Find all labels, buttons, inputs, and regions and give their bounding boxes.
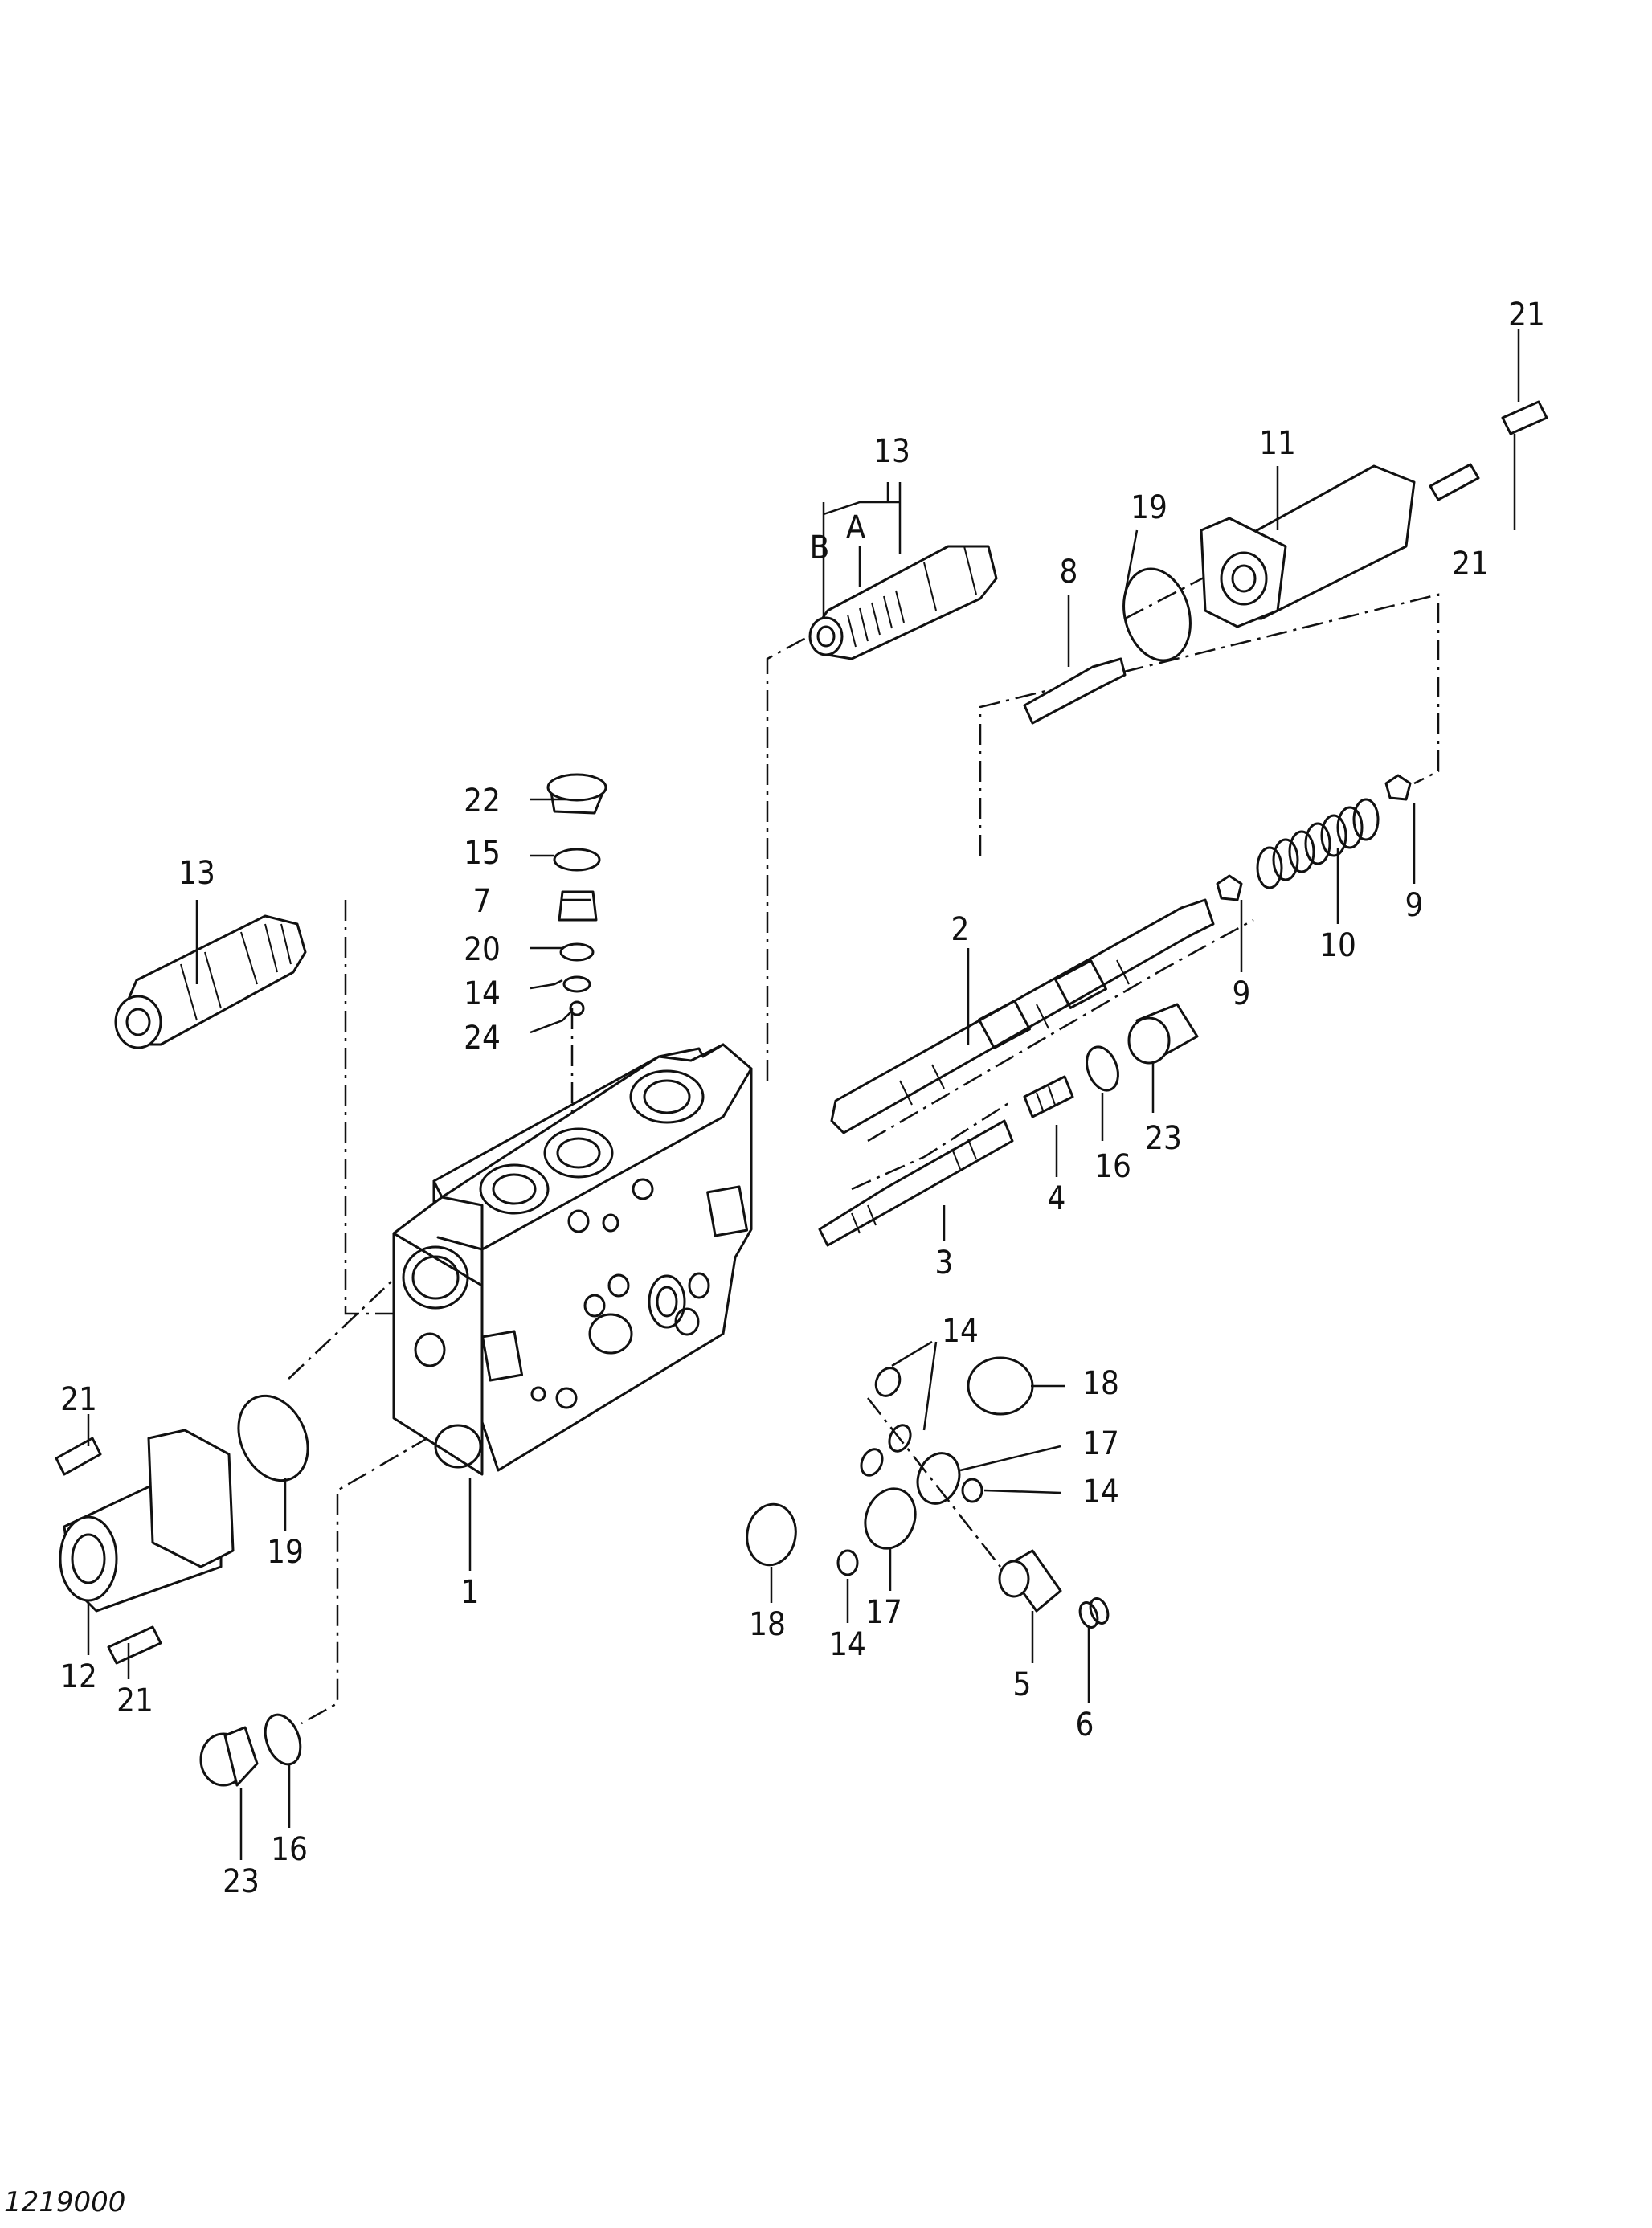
drawing-number: 1219000 [4, 2186, 125, 2218]
callout-9-left: 9 [1233, 975, 1251, 1012]
callout-16-left: 16 [271, 1831, 308, 1868]
callout-17-lower: 17 [865, 1594, 902, 1631]
alignment-lines [284, 513, 1440, 1725]
callout-17-right: 17 [1082, 1425, 1119, 1462]
callout-13-upper: 13 [873, 433, 910, 470]
callout-23-right: 23 [1145, 1120, 1182, 1157]
callout-2: 2 [951, 911, 970, 948]
cover-lower [55, 1394, 309, 1665]
callout-21-top: 21 [1508, 296, 1545, 333]
callout-12: 12 [60, 1658, 97, 1695]
spring-assembly [1023, 657, 1412, 901]
poppet-and-spring [818, 1075, 1074, 1247]
callout-21-left-top: 21 [60, 1381, 97, 1418]
plug-lower-left [199, 1713, 302, 1787]
callout-16-right: 16 [1094, 1148, 1131, 1185]
callout-8: 8 [1060, 554, 1078, 591]
seals-and-small-parts [746, 1356, 1110, 1629]
callout-9-right: 9 [1405, 887, 1424, 924]
callout-7: 7 [473, 883, 492, 920]
leader-lines [87, 329, 1520, 1860]
callout-13-left: 13 [178, 855, 215, 892]
callout-1: 1 [461, 1574, 480, 1611]
callout-14-right: 14 [1082, 1474, 1119, 1511]
callout-14-lower: 14 [829, 1626, 866, 1663]
callout-23-left: 23 [223, 1863, 260, 1900]
callout-19-lower: 19 [267, 1534, 304, 1571]
callout-18-lower: 18 [749, 1606, 786, 1643]
callout-6: 6 [1076, 1707, 1094, 1744]
relief-valve-upper [808, 545, 998, 660]
callout-15: 15 [464, 835, 501, 872]
callout-21-left-bottom: 21 [117, 1682, 153, 1719]
callout-14-upper: 14 [942, 1313, 979, 1350]
plug-right [1086, 1003, 1199, 1092]
callout-24: 24 [464, 1020, 501, 1057]
callout-10: 10 [1319, 927, 1356, 964]
callout-14-stack: 14 [464, 975, 501, 1012]
port-label-a: A [846, 509, 866, 546]
callout-5: 5 [1013, 1666, 1032, 1703]
callout-20: 20 [464, 931, 501, 968]
callout-18-right: 18 [1082, 1365, 1119, 1402]
callout-22: 22 [464, 783, 501, 820]
port-label-b: B [810, 529, 830, 566]
callout-4: 4 [1048, 1180, 1066, 1217]
callout-3: 3 [935, 1245, 954, 1282]
valve-body [392, 1043, 753, 1476]
callout-21-cover: 21 [1452, 546, 1489, 583]
plug-stack [546, 773, 607, 1016]
callout-labels: 1 2 3 4 5 6 7 8 9 9 10 11 12 13 13 14 14… [60, 296, 1545, 1900]
callout-19-upper: 19 [1131, 489, 1167, 526]
cover-upper [1122, 400, 1548, 662]
spool [830, 898, 1215, 1134]
relief-valve-left [114, 914, 307, 1049]
callout-11: 11 [1259, 425, 1296, 462]
